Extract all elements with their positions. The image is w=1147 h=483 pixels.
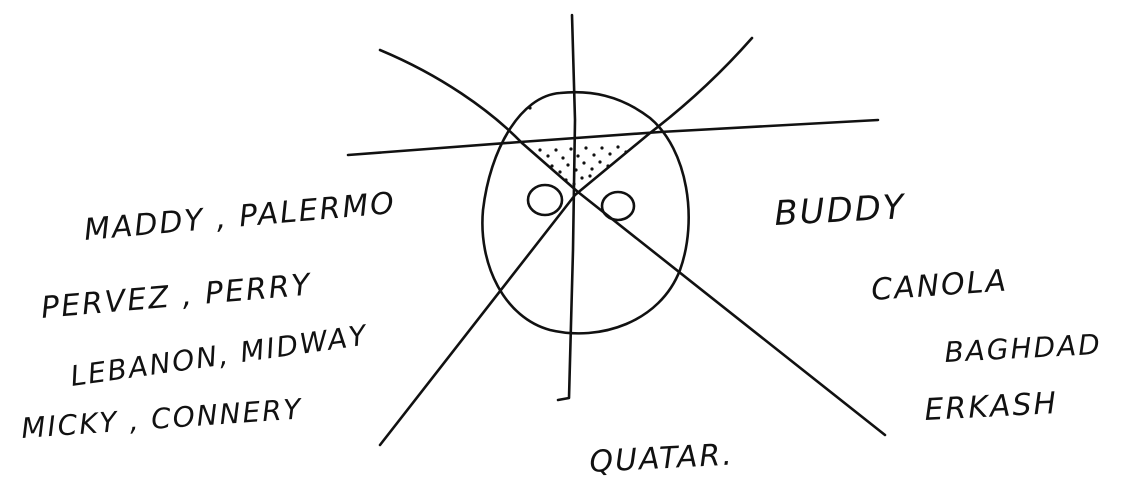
upper-left-curve [380,50,522,143]
stippled-region [528,106,627,185]
label-baghdad: BAGHDAD [944,328,1103,369]
label-pervez-perry: PERVEZ , PERRY [40,267,314,326]
diagonal-line-ascending [380,133,650,445]
right-small-oval [602,192,634,220]
left-small-oval [528,185,562,215]
label-erkash: ERKASH [924,386,1059,428]
label-buddy: BUDDY [773,187,906,234]
upper-right-curve [650,38,752,133]
label-quatar: QUATAR. [589,437,735,480]
label-micky-connery: MICKY , CONNERY [20,392,303,445]
label-maddy-palermo: MADDY , PALERMO [83,186,398,248]
label-canola: CANOLA [870,264,1009,308]
horizontal-line [348,120,878,155]
diagonal-line-descending [522,143,885,435]
label-lebanon-midway: LEBANON, MIDWAY [68,319,370,393]
